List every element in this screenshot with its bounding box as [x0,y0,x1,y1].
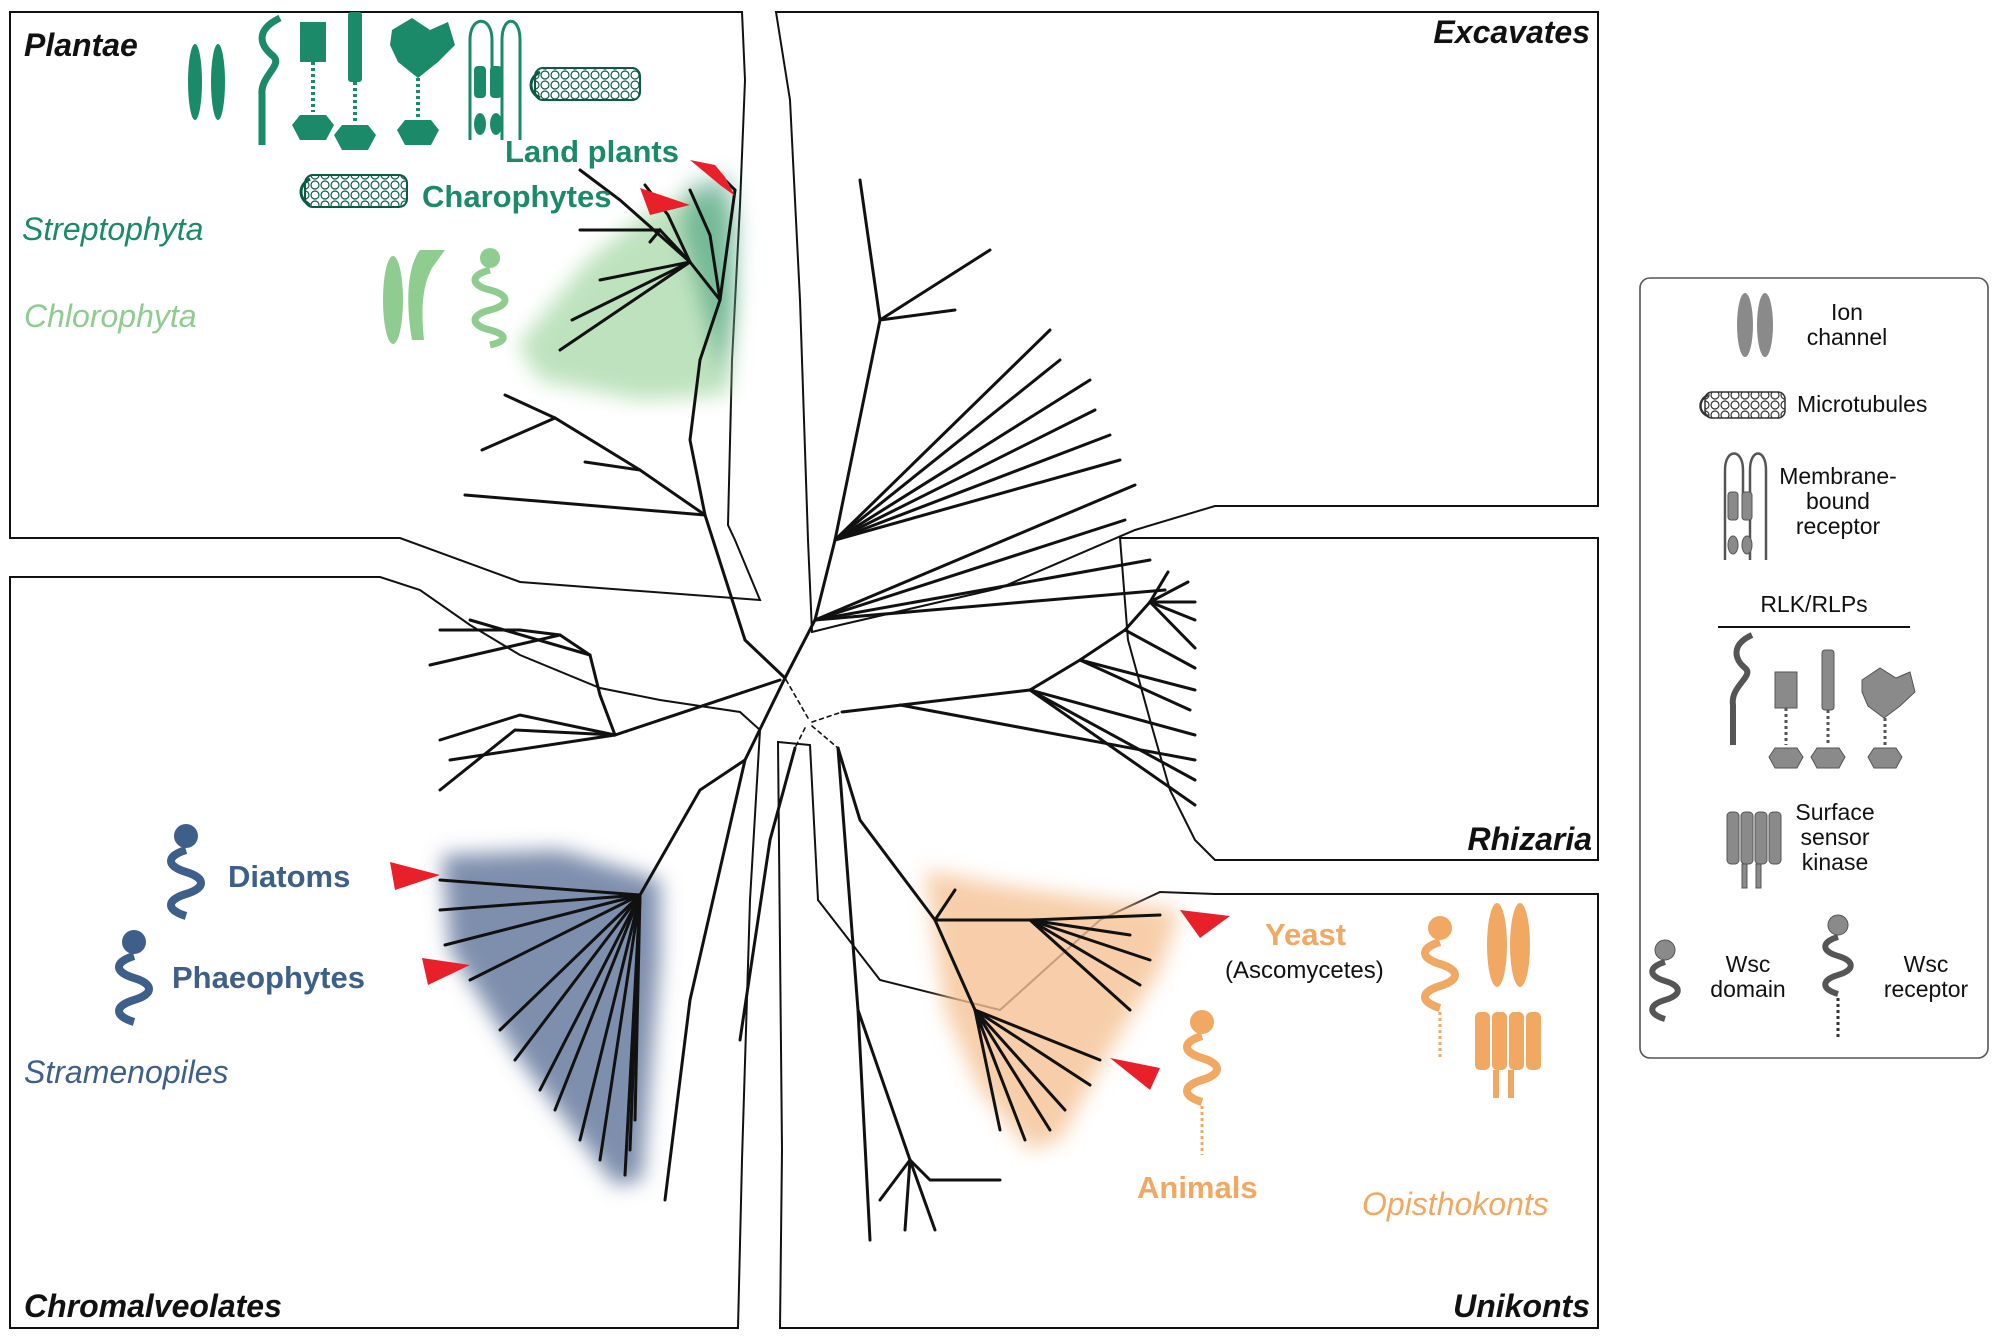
legend-surface-sensor: Surface sensor kinase [1726,799,1875,889]
ion-channel-icon [1757,293,1773,357]
ion-channel-icon [383,256,403,344]
legend-box: Ion channel Microtubules Membrane- bound… [1639,277,1989,1059]
chlorophyta-icons [383,248,509,349]
legend-surface-label-1: Surface [1795,799,1874,825]
plantae-frame [9,11,762,602]
diatoms-marker [390,862,440,890]
yeast-marker [1180,910,1230,938]
lectin-receptor-icon [348,12,362,82]
charophytes-marker [640,188,690,215]
wsc-receptor-icon [115,930,153,1026]
animals-marker [1110,1058,1160,1090]
wsc-receptor-icon [167,824,205,920]
yeast-sub-label: (Ascomycetes) [1225,957,1384,984]
membrane-receptor-icon [1723,452,1745,560]
ion-channel-icon [1487,903,1507,987]
legend-surface-label-2: sensor [1800,824,1869,850]
legend-wsc-domain-label-1: Wsc [1726,951,1771,977]
excavates-title: Excavates [1433,14,1590,50]
opisthokonts-shade [925,870,1180,1150]
wsc-receptor-icon [1827,914,1849,936]
chromalveolates-title: Chromalveolates [24,1288,282,1324]
legend-wsc: Wsc domain Wsc receptor [1649,914,1969,1038]
charophytes-label: Charophytes [422,179,611,214]
unikonts-title: Unikonts [1453,1288,1590,1324]
lrr-receptor-icon [390,18,455,78]
membrane-receptor-icon [468,19,494,140]
legend-wsc-domain-label-2: domain [1710,976,1785,1002]
surface-sensor-icon [1726,811,1740,865]
animals-label: Animals [1137,1170,1258,1205]
wsc-receptor-icon [1183,1010,1221,1155]
ion-channel-icon [1737,293,1753,357]
legend-wsc-receptor-label-1: Wsc [1904,951,1949,977]
land-plants-marker [690,160,735,196]
legend-membrane-label-2: bound [1806,488,1870,514]
microtubule-icon [1704,391,1786,419]
wsc-receptor-icon [1421,916,1459,1060]
streptophyta-icons [188,12,641,208]
stramenopiles-shade [442,850,660,1185]
legend-rlk-label: RLK/RLPs [1760,591,1867,617]
legend-microtubules: Microtubules [1699,391,1927,419]
phaeophytes-marker [422,958,470,985]
surface-sensor-icon [1475,1012,1541,1098]
legend-wsc-receptor-label-2: receptor [1884,976,1969,1002]
ion-channel-icon [1510,903,1530,987]
excavates-frame [774,11,1599,634]
ion-channel-icon [408,250,445,340]
microtubule-icon [534,67,641,101]
legend-ion-channel-label-1: Ion [1831,299,1863,325]
rhizaria-title: Rhizaria [1468,821,1592,857]
kinase-receptor-icon [1774,671,1798,709]
clade-markers [390,160,1230,1090]
phylogenetic-tree [428,168,1197,1242]
opisthokont-icons [1183,903,1541,1155]
ion-channel-icon [211,44,225,120]
lectin-receptor-icon [1821,649,1835,711]
streptophyta-shade [680,175,738,380]
rhizaria-frame [1118,537,1599,861]
stramenopile-icons [115,824,205,1026]
legend-membrane-label-3: receptor [1796,513,1881,539]
coiled-receptor-icon [258,14,282,145]
plantae-title: Plantae [24,27,138,63]
streptophyta-label: Streptophyta [22,211,203,247]
legend-microtubules-label: Microtubules [1797,391,1927,417]
legend-ion-channel-label-2: channel [1807,324,1888,350]
wsc-receptor-icon [471,248,509,349]
microtubule-icon [304,174,408,208]
legend-membrane-label-1: Membrane- [1779,463,1897,489]
unikonts-frame [776,740,1599,1329]
kinase-receptor-icon [300,22,326,62]
coiled-receptor-icon [1729,632,1754,745]
diatoms-label: Diatoms [228,859,350,894]
yeast-label: Yeast [1265,917,1346,952]
highlight-shading [442,175,1180,1185]
chlorophyta-label: Chlorophyta [24,298,197,334]
legend-surface-label-3: kinase [1802,849,1868,875]
phaeophytes-label: Phaeophytes [172,960,365,995]
legend-membrane-receptor: Membrane- bound receptor [1723,452,1897,560]
legend-ion-channel: Ion channel [1737,293,1887,357]
lrr-receptor-icon [1861,667,1916,719]
ion-channel-icon [188,44,202,120]
wsc-domain-icon [1654,939,1676,961]
legend-rlk: RLK/RLPs [1718,591,1916,769]
land-plants-label: Land plants [505,134,679,169]
opisthokonts-label: Opisthokonts [1362,1186,1549,1222]
stramenopiles-label: Stramenopiles [24,1054,229,1090]
chlorophyta-shade [518,195,735,400]
panel-frames [9,11,1599,1329]
